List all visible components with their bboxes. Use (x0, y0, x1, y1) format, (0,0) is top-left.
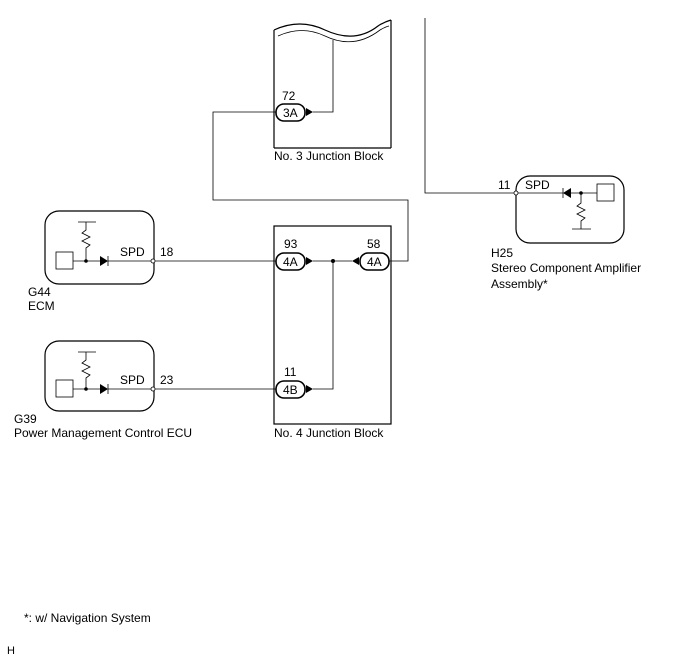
junction-block-3-label: No. 3 Junction Block (274, 149, 384, 163)
junction-block-4-label: No. 4 Junction Block (274, 426, 384, 440)
pin-93: 93 (284, 237, 298, 251)
connector-4a-left (275, 252, 306, 271)
wire-3a-to-4a (212, 111, 409, 262)
junction-block-3: 72 3A No. 3 Junction Block (273, 19, 392, 163)
connector-code-4b: 4B (283, 383, 298, 397)
connector-4b-arrow (306, 385, 313, 393)
connector-3a (275, 103, 306, 122)
ecm-component: SPD 18 G44 ECM (28, 210, 174, 313)
amplifier-component: SPD 11 H25 Stereo Component Amplifier As… (491, 175, 641, 291)
ecm-terminal-label: SPD (120, 245, 145, 259)
power-mgmt-terminal-label: SPD (120, 373, 145, 387)
footnote: *: w/ Navigation System (24, 611, 151, 625)
connector-code-4a-right: 4A (367, 255, 382, 269)
amplifier-name-line2: Assembly* (491, 277, 548, 291)
amplifier-name-line1: Stereo Component Amplifier (491, 261, 641, 275)
pin-72: 72 (282, 89, 296, 103)
junction-block-4: 93 4A 58 4A 11 4B No. 4 Junction Block (273, 225, 392, 440)
amplifier-code: H25 (491, 246, 513, 260)
connector-3a-arrow (306, 108, 313, 116)
power-mgmt-code: G39 (14, 412, 37, 426)
amplifier-terminal-label: SPD (525, 178, 550, 192)
corner-mark: H (7, 645, 15, 657)
connector-4a-left-arrow (306, 257, 313, 265)
amplifier-pin: 11 (498, 178, 511, 192)
wire-to-amplifier (424, 18, 514, 194)
power-mgmt-name: Power Management Control ECU (14, 426, 192, 440)
connector-4a-right (359, 252, 390, 271)
connector-code-4a-left: 4A (283, 255, 298, 269)
power-mgmt-pin: 23 (160, 373, 174, 387)
ecm-code: G44 (28, 285, 51, 299)
ecm-pin: 18 (160, 245, 174, 259)
pin-11-4b: 11 (284, 365, 297, 379)
connector-4a-right-arrow (352, 257, 359, 265)
pin-58: 58 (367, 237, 381, 251)
power-mgmt-component: SPD 23 G39 Power Management Control ECU (14, 340, 192, 440)
connector-code-3a: 3A (283, 106, 298, 120)
ecm-name: ECM (28, 299, 55, 313)
connector-4b (275, 380, 306, 399)
